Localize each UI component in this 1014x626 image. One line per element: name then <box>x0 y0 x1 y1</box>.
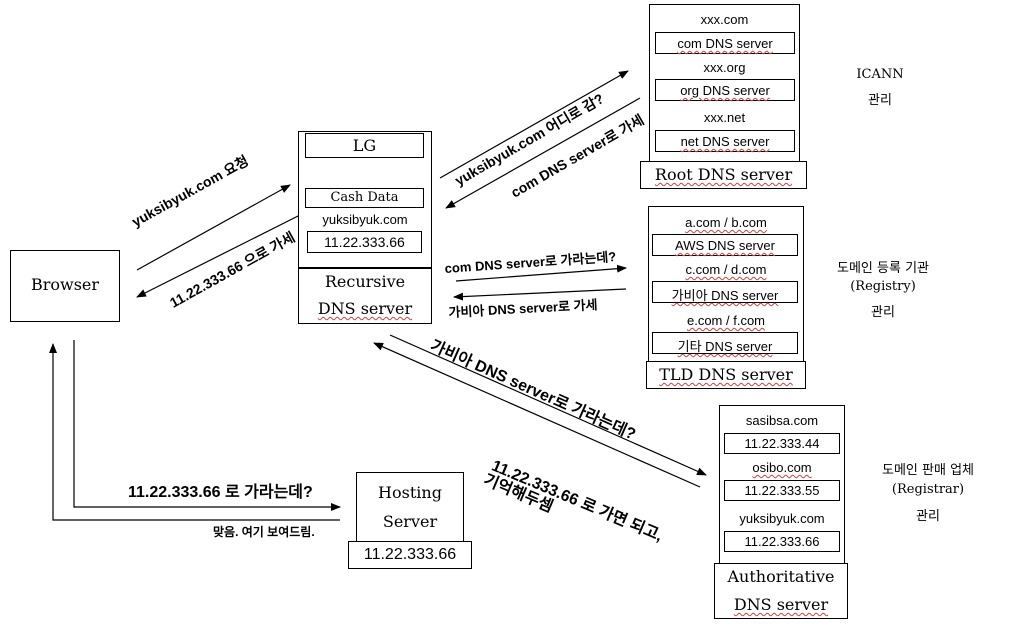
auth-domain-0: sasibsa.com <box>745 413 819 428</box>
tld-server-label-0: AWS DNS server <box>675 238 775 253</box>
hosting-name-line2: Server <box>382 512 438 531</box>
arrow-tld-to-recursive <box>453 288 627 301</box>
arrow-recursive-to-authoritative <box>389 334 707 476</box>
auth-ip-item-1: 11.22.333.55 <box>724 480 840 501</box>
tld-name: TLD DNS server <box>659 365 793 384</box>
auth-note-line2: (Registrar) <box>891 482 965 497</box>
root-server-label-1: org DNS server <box>680 83 770 98</box>
arrow-browser-to-hosting <box>73 340 341 511</box>
tld-server-item-1: 가비아 DNS server <box>652 281 798 303</box>
browser-label: Browser <box>30 275 100 294</box>
cache-ip: 11.22.333.66 <box>324 234 405 250</box>
root-name: Root DNS server <box>654 165 793 184</box>
hosting-ip: 11.22.333.66 <box>363 546 457 563</box>
msg-hosting-query: 11.22.333.66 로 가라는데? <box>128 484 313 501</box>
auth-ip-2: 11.22.333.66 <box>744 534 820 549</box>
hosting-ip-box: 11.22.333.66 <box>348 541 472 569</box>
msg-hosting-reply: 맞음. 여기 보여드림. <box>213 525 315 539</box>
tld-server-item-0: AWS DNS server <box>652 234 798 256</box>
cache-label-box: Cash Data <box>305 188 424 208</box>
authoritative-name-line2: DNS server <box>733 595 829 614</box>
tld-server-label-2: 기타 DNS server <box>677 339 773 354</box>
arrow-hosting-to-browser <box>49 343 340 521</box>
tld-domain-2: e.com / f.com <box>686 313 766 328</box>
recursive-name-box: Recursive DNS server <box>298 268 432 324</box>
tld-server-item-2: 기타 DNS server <box>652 332 798 354</box>
authoritative-name-line1: Authoritative <box>727 567 835 586</box>
auth-note-line1: 도메인 판매 업체 <box>882 463 974 478</box>
hosting-server-box: Hosting Server <box>356 472 464 543</box>
root-name-box: Root DNS server <box>640 161 807 189</box>
auth-note-line3: 관리 <box>916 509 940 524</box>
arrow-authoritative-to-recursive <box>373 342 701 488</box>
root-domain-0: xxx.com <box>700 12 749 27</box>
root-server-item-1: org DNS server <box>655 79 795 101</box>
hosting-name-line1: Hosting <box>378 483 442 502</box>
arrow-recursive-to-root <box>439 70 629 179</box>
cache-label: Cash Data <box>330 190 399 205</box>
tld-note-line2: (Registry) <box>850 279 916 294</box>
auth-domain-1: osibo.com <box>752 460 812 475</box>
auth-domain-2: yuksibyuk.com <box>739 511 825 526</box>
authoritative-name-box: Authoritative DNS server <box>714 563 848 619</box>
cache-ip-box: 11.22.333.66 <box>307 231 422 253</box>
root-note-line1: ICANN <box>856 67 904 82</box>
arrow-recursive-to-browser <box>136 214 301 298</box>
recursive-title: LG <box>352 136 377 155</box>
auth-ip-1: 11.22.333.55 <box>744 483 820 498</box>
arrow-recursive-to-tld <box>455 264 627 282</box>
root-domain-2: xxx.net <box>703 110 746 125</box>
recursive-name-line2: DNS server <box>317 299 413 318</box>
recursive-title-box: LG <box>305 133 424 158</box>
arrow-root-to-recursive <box>445 97 641 209</box>
browser-box: Browser <box>10 250 120 322</box>
root-server-item-2: net DNS server <box>655 130 795 152</box>
root-server-label-0: com DNS server <box>677 36 773 51</box>
tld-server-label-1: 가비아 DNS server <box>671 288 779 303</box>
auth-ip-item-0: 11.22.333.44 <box>724 433 840 454</box>
tld-domain-1: c.com / d.com <box>685 262 767 277</box>
auth-ip-item-2: 11.22.333.66 <box>724 531 840 552</box>
root-server-label-2: net DNS server <box>680 134 770 149</box>
tld-note-line1: 도메인 등록 기관 <box>837 261 929 276</box>
tld-note-line3: 관리 <box>871 305 895 320</box>
recursive-name-line1: Recursive <box>324 272 406 291</box>
arrow-browser-to-recursive <box>136 184 291 271</box>
root-server-item-0: com DNS server <box>655 32 795 54</box>
root-note-line2: 관리 <box>868 93 892 108</box>
root-domain-1: xxx.org <box>703 60 746 75</box>
cache-domain: yuksibyuk.com <box>322 212 408 227</box>
auth-ip-0: 11.22.333.44 <box>744 436 820 451</box>
tld-domain-0: a.com / b.com <box>685 215 767 230</box>
tld-name-box: TLD DNS server <box>646 361 806 389</box>
